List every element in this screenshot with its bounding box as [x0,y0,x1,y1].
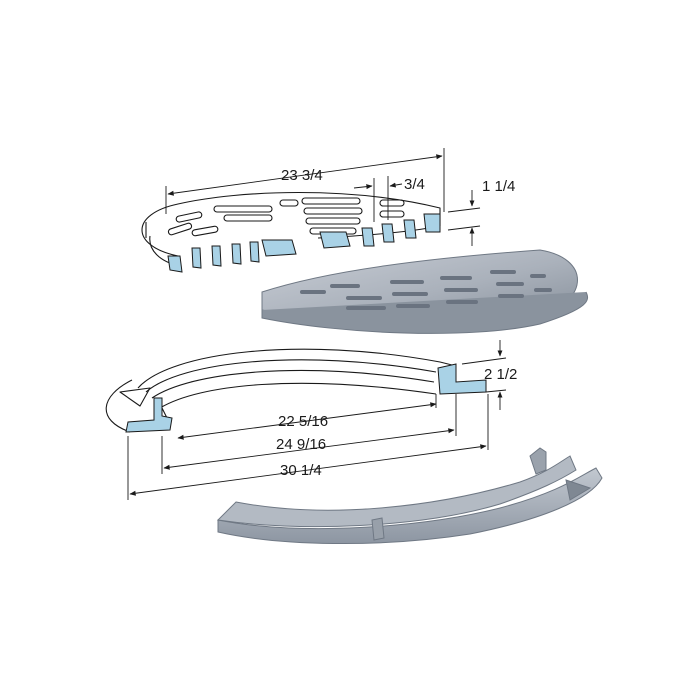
grate-shaded-slots [300,270,552,310]
dim-grate-thickness: 1 1/4 [482,178,515,195]
frame-cut-section [125,363,487,433]
dim-bar-spacing: 3/4 [404,176,425,193]
dim-frame-outside-diameter: 30 1/4 [280,462,322,479]
grate-slots [167,197,405,237]
frame-section-drawing [105,348,457,433]
dimension-lines [127,148,507,500]
grate-section-drawing [141,191,441,267]
dim-seat-diameter: 24 9/16 [276,436,326,453]
dim-frame-height: 2 1/2 [484,366,517,383]
dim-grate-diameter: 23 3/4 [281,167,323,184]
grate-shaded-view [261,249,589,334]
dim-clear-opening: 22 5/16 [278,413,328,430]
frame-shaded-view [216,447,603,545]
grate-cut-section [167,213,441,273]
